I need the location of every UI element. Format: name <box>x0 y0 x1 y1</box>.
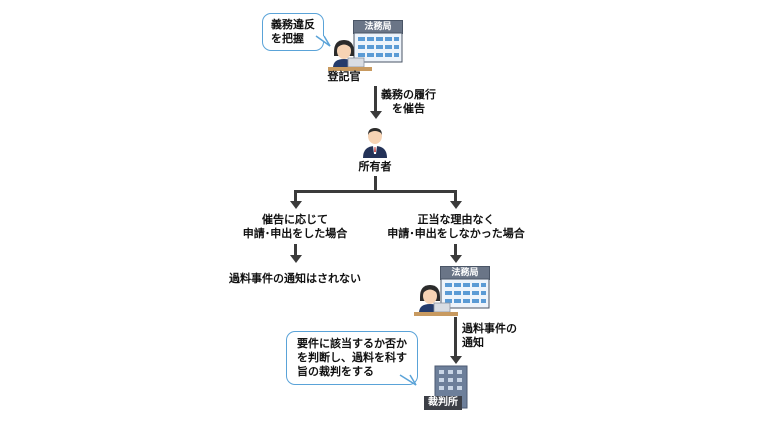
right-condition-line-1: 正当な理由なく <box>417 213 495 226</box>
court-arrow-head <box>449 356 462 364</box>
right-branch-condition: 正当な理由なく 申請･申出をしなかった場合 <box>385 213 527 241</box>
branch-right-drop <box>454 190 457 202</box>
left-condition-line-2: 申請･申出をした場合 <box>242 227 348 240</box>
owner-person-icon <box>363 128 387 158</box>
left-branch-condition: 催告に応じて 申請･申出をした場合 <box>230 213 360 241</box>
court-arrow-line-2: 通知 <box>462 336 484 349</box>
branch-left-drop <box>294 190 297 202</box>
left-condition-line-1: 催告に応じて <box>262 213 328 226</box>
right-condition-line-2: 申請･申出をしなかった場合 <box>387 227 525 240</box>
right-arrow-head <box>449 255 462 263</box>
arrow-1-line-2: を催告 <box>392 102 425 115</box>
bubble-tail <box>315 35 331 47</box>
court-speech-bubble: 要件に該当するか否か を判断し、過料を科す 旨の裁判をする <box>286 331 418 385</box>
bubble-line-1: 義務違反 <box>271 18 315 31</box>
arrow-1-line-1: 義務の履行 <box>381 88 436 101</box>
left-arrow-shaft <box>294 244 297 256</box>
court-label: 裁判所 <box>424 396 462 410</box>
building-icon <box>353 32 403 63</box>
branch-horizontal <box>294 190 457 193</box>
branch-right-arrow-head <box>449 201 462 209</box>
court-arrow-label: 過料事件の 通知 <box>462 322 517 350</box>
registrar-label: 登記官 <box>327 70 361 83</box>
legal-affairs-bureau-building: 法務局 <box>353 20 403 63</box>
branch-left-arrow-head <box>289 201 302 209</box>
court-arrow-line-1: 過料事件の <box>462 322 517 335</box>
registrar-person-icon <box>328 40 372 71</box>
arrow-head-1 <box>369 111 382 119</box>
bureau-sign: 法務局 <box>353 20 403 34</box>
registrar-speech-bubble: 義務違反 を把握 <box>262 13 324 51</box>
arrow-1-label: 義務の履行 を催告 <box>381 88 436 116</box>
branch-stem <box>374 176 377 191</box>
left-arrow-head <box>289 255 302 263</box>
court-bubble-line-2: を判断し、過料を科す <box>297 351 407 364</box>
court-bubble-line-1: 要件に該当するか否か <box>297 337 407 350</box>
registrar-person-icon-2 <box>414 285 458 316</box>
left-branch-result: 過料事件の通知はされない <box>229 272 361 285</box>
court-arrow-shaft <box>454 317 457 357</box>
owner-label: 所有者 <box>358 160 392 173</box>
right-arrow-shaft <box>454 244 457 256</box>
arrow-shaft-1 <box>374 86 377 112</box>
bureau-sign-2: 法務局 <box>440 266 490 280</box>
bubble-line-2: を把握 <box>271 32 304 45</box>
court-bubble-line-3: 旨の裁判をする <box>297 365 374 378</box>
court-bubble-tail <box>399 374 417 386</box>
